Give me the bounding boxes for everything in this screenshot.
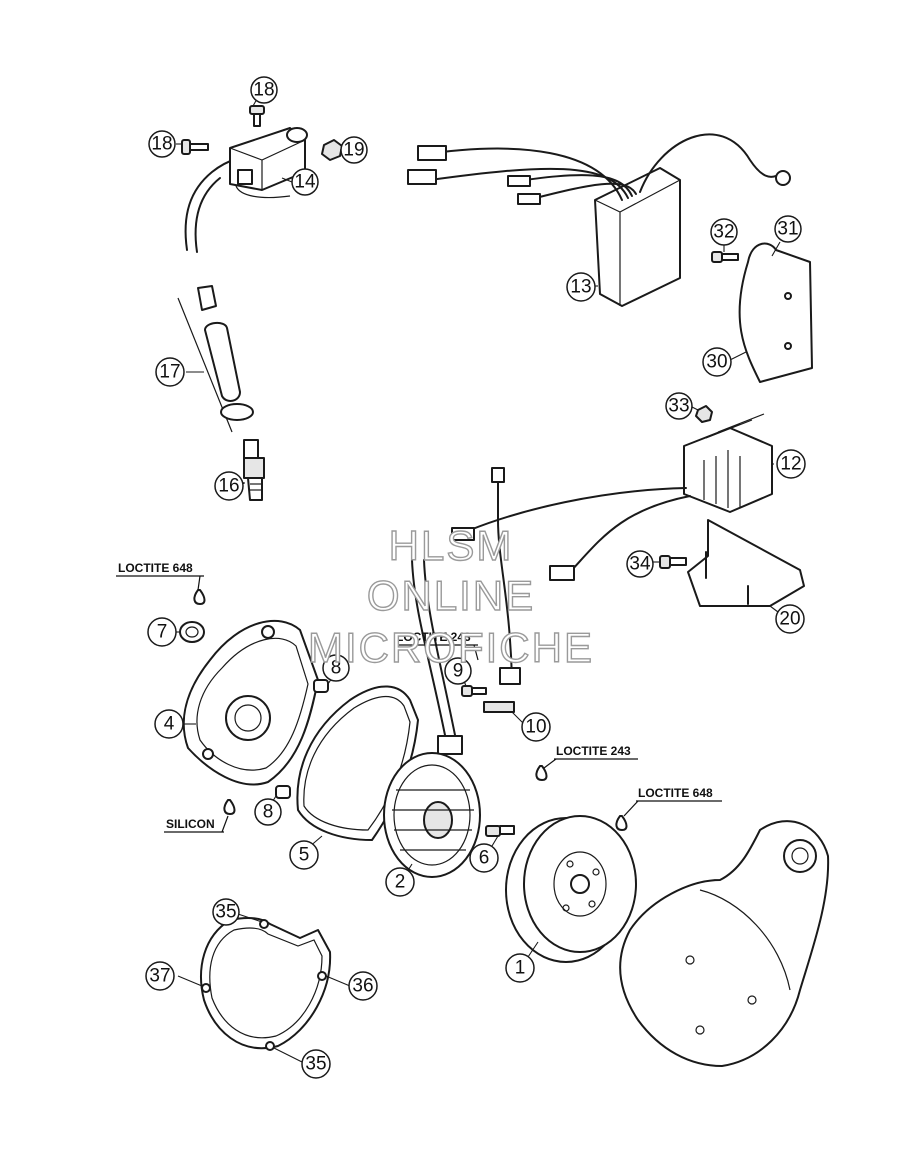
svg-text:33: 33 <box>668 396 689 417</box>
silicon-drop <box>223 799 236 815</box>
callout-9: 9 <box>444 657 472 685</box>
svg-text:2: 2 <box>395 872 406 893</box>
svg-text:17: 17 <box>159 362 180 383</box>
svg-text:LOCTITE 243: LOCTITE 243 <box>396 630 471 644</box>
svg-text:7: 7 <box>157 622 168 643</box>
watermark-line-2: ONLINE <box>366 571 536 619</box>
svg-text:37: 37 <box>149 966 170 987</box>
callout-18-top: 18 <box>250 76 278 104</box>
callout-32: 32 <box>710 218 738 246</box>
svg-text:35: 35 <box>305 1054 326 1075</box>
svg-text:SILICON: SILICON <box>166 817 215 831</box>
callout-35-top: 35 <box>212 898 240 926</box>
callout-37: 37 <box>145 961 175 991</box>
svg-text:LOCTITE 243: LOCTITE 243 <box>556 744 631 758</box>
svg-text:14: 14 <box>294 172 316 193</box>
dowel-pin-lower <box>275 785 291 799</box>
cover-gasket <box>296 685 419 841</box>
ignition-coil <box>184 127 308 253</box>
callout-1: 1 <box>505 953 535 983</box>
svg-text:8: 8 <box>331 658 342 679</box>
svg-text:6: 6 <box>479 848 490 869</box>
callout-7: 7 <box>147 617 177 647</box>
note-loctite-243-right: LOCTITE 243 <box>543 744 638 769</box>
svg-text:16: 16 <box>218 476 239 497</box>
regulator-bracket <box>687 519 805 607</box>
svg-text:35: 35 <box>215 902 236 923</box>
svg-text:9: 9 <box>453 661 464 682</box>
svg-text:4: 4 <box>164 714 175 735</box>
callout-30: 30 <box>702 347 732 377</box>
callout-13: 13 <box>566 272 596 302</box>
note-silicon: SILICON <box>164 815 229 833</box>
svg-text:LOCTITE 648: LOCTITE 648 <box>118 561 193 575</box>
cable-clamp <box>483 667 521 713</box>
svg-text:19: 19 <box>343 140 364 161</box>
svg-text:10: 10 <box>525 717 546 738</box>
svg-text:8: 8 <box>263 802 274 823</box>
rotor <box>505 815 637 963</box>
bracket-bolt <box>711 251 739 263</box>
callout-36: 36 <box>348 971 378 1001</box>
callout-31: 31 <box>774 215 802 243</box>
svg-text:13: 13 <box>570 277 591 298</box>
coil-nut <box>321 139 343 161</box>
svg-text:12: 12 <box>780 454 801 475</box>
note-loctite-243-center: LOCTITE 243 <box>394 630 479 661</box>
regulator-bolt <box>659 555 687 569</box>
callout-18-left: 18 <box>148 130 176 158</box>
regulator-nut <box>695 405 713 423</box>
svg-text:30: 30 <box>706 352 727 373</box>
callout-35-bottom: 35 <box>301 1049 331 1079</box>
note-loctite-648-left: LOCTITE 648 <box>116 561 204 591</box>
callout-20: 20 <box>775 604 805 634</box>
callout-10: 10 <box>521 712 551 742</box>
callout-8-upper: 8 <box>322 654 350 682</box>
spark-plug <box>243 439 265 501</box>
callout-5: 5 <box>289 840 319 870</box>
stator-wiring <box>411 559 463 755</box>
svg-text:31: 31 <box>777 219 798 240</box>
stator <box>383 752 481 878</box>
note-loctite-648-right: LOCTITE 648 <box>623 786 722 817</box>
rotor-bolt <box>485 825 515 837</box>
callout-6: 6 <box>469 843 499 873</box>
callout-4: 4 <box>154 709 184 739</box>
callout-14: 14 <box>291 168 319 196</box>
callout-33: 33 <box>665 392 693 420</box>
svg-text:LOCTITE 648: LOCTITE 648 <box>638 786 713 800</box>
svg-text:1: 1 <box>515 958 526 979</box>
cdi-unit <box>407 133 791 307</box>
watermark-line-1: HLSM <box>388 521 514 569</box>
spark-plug-cap-assembly <box>177 285 254 433</box>
callout-16: 16 <box>214 471 244 501</box>
svg-text:36: 36 <box>352 976 373 997</box>
voltage-regulator <box>451 413 773 681</box>
dowel-pin-upper <box>313 679 329 693</box>
coil-bolt-left <box>181 139 209 155</box>
svg-text:32: 32 <box>713 222 734 243</box>
cdi-bracket <box>738 242 813 383</box>
loctite-drop-right <box>615 815 628 831</box>
callout-12: 12 <box>776 449 806 479</box>
svg-text:18: 18 <box>253 80 274 101</box>
generator-cover <box>182 619 319 786</box>
callout-2: 2 <box>385 867 415 897</box>
loctite-drop-center <box>535 765 548 781</box>
svg-text:18: 18 <box>151 134 172 155</box>
svg-text:34: 34 <box>629 554 651 575</box>
coil-bolt-top <box>249 105 265 127</box>
loctite-drop-left <box>193 589 206 605</box>
lower-gasket <box>200 916 332 1051</box>
svg-text:5: 5 <box>299 845 310 866</box>
callout-17: 17 <box>155 357 185 387</box>
crankcase-half <box>619 820 830 1067</box>
callout-8-lower: 8 <box>254 798 282 826</box>
callout-19: 19 <box>340 136 368 164</box>
callout-34: 34 <box>626 550 654 578</box>
watermark-line-3: MICROFICHE <box>307 623 594 671</box>
clamp-screw <box>461 685 487 697</box>
svg-text:20: 20 <box>779 609 800 630</box>
